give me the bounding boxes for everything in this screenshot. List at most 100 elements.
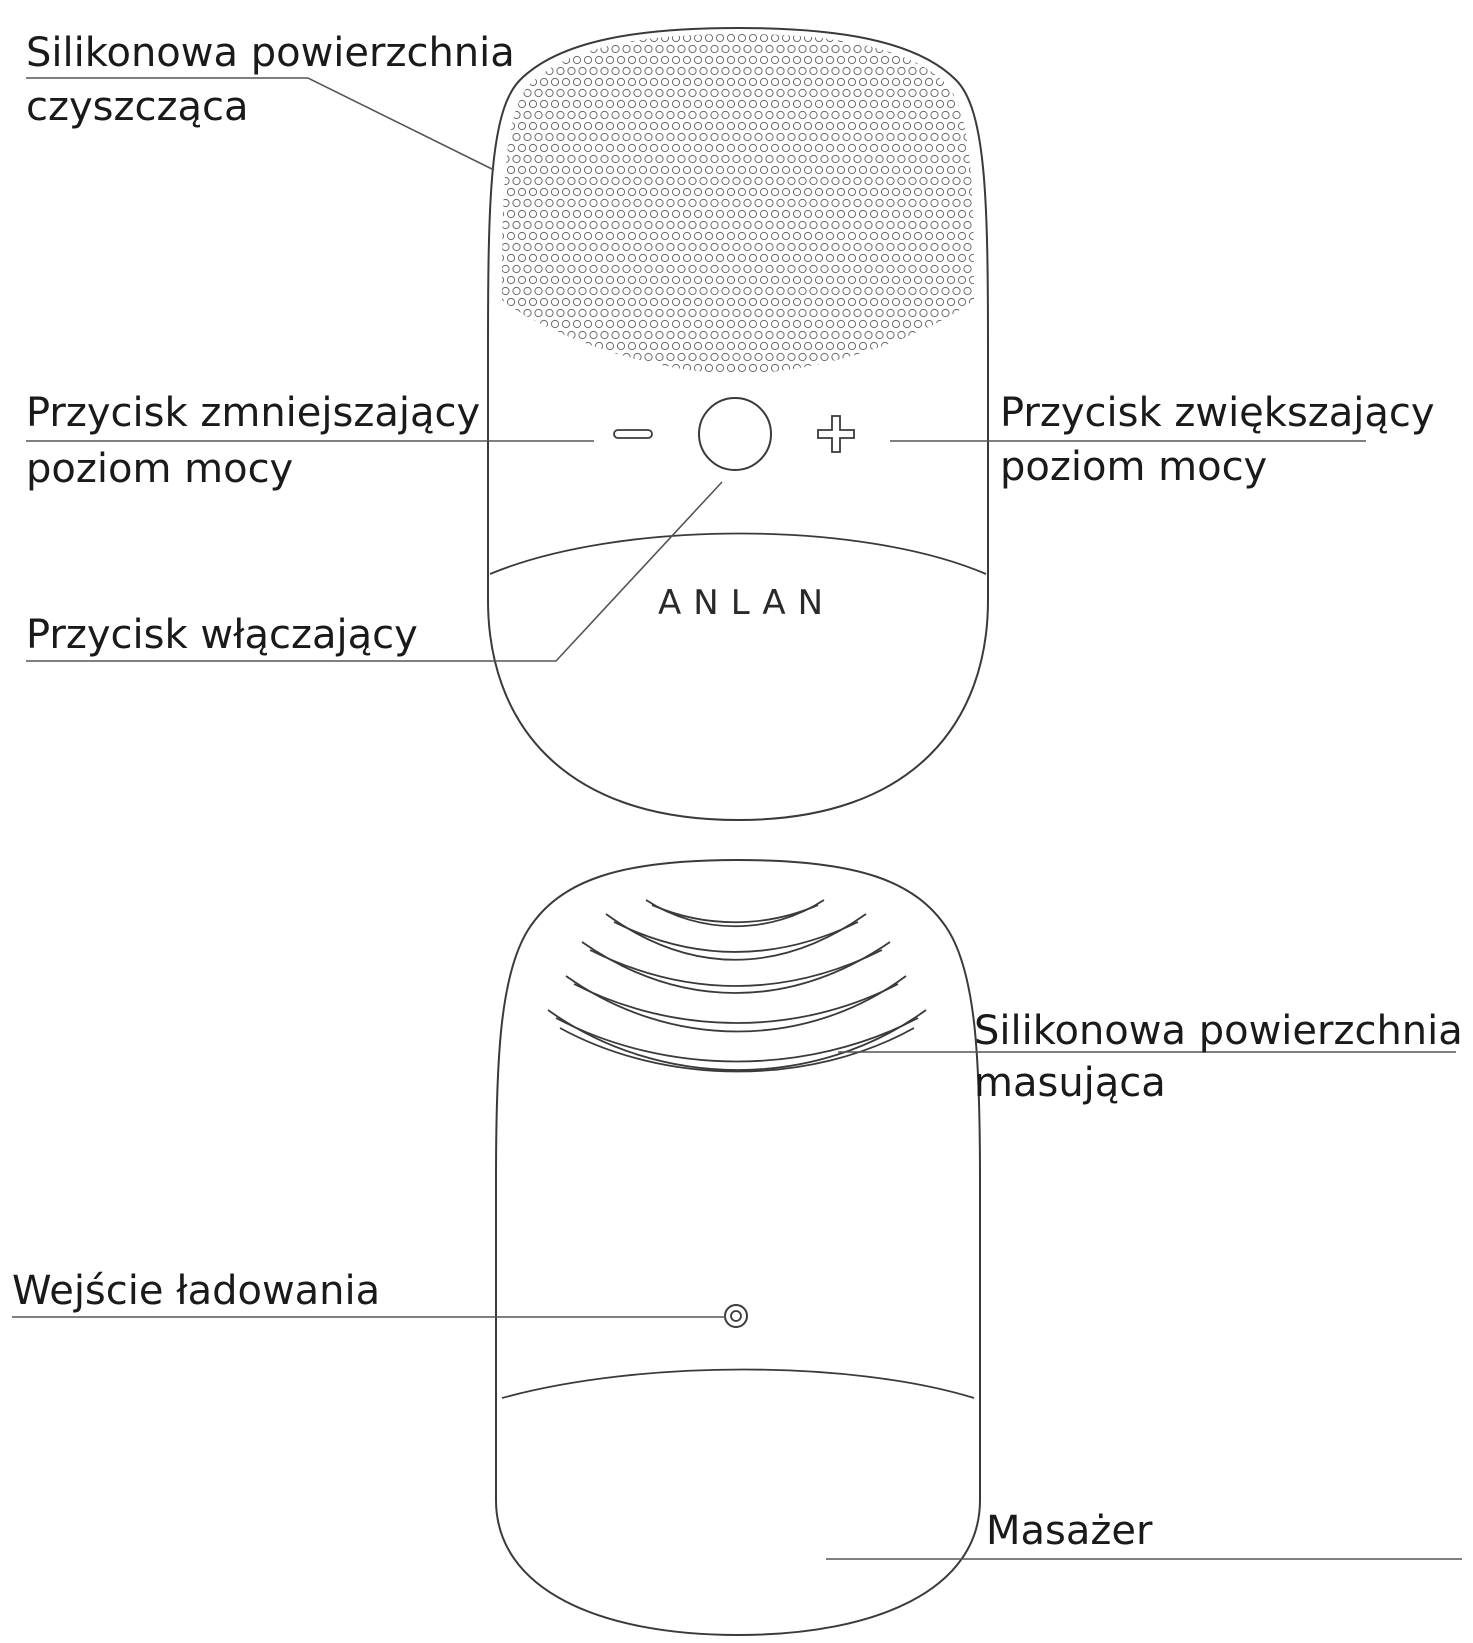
pad-dot <box>831 176 840 186</box>
pad-dot <box>710 220 719 230</box>
pad-dot <box>798 110 807 120</box>
pad-dot <box>589 308 598 318</box>
pad-dot <box>715 121 725 131</box>
pad-dot <box>550 209 560 219</box>
pad-dot <box>550 319 560 329</box>
pad-dot <box>600 264 609 274</box>
pad-dot <box>710 198 719 208</box>
pad-dot <box>787 110 796 120</box>
pad-dot <box>919 176 928 186</box>
pad-dot <box>957 187 967 197</box>
pad-dot <box>600 176 609 186</box>
pad-dot <box>622 88 631 98</box>
pad-dot <box>616 187 626 197</box>
pad-dot <box>748 187 758 197</box>
pad-dot <box>770 187 780 197</box>
pad-dot <box>693 165 703 175</box>
pad-dot <box>622 286 631 296</box>
pad-dot <box>952 44 961 54</box>
pad-dot <box>820 242 829 252</box>
pad-dot <box>743 110 752 120</box>
pad-dot <box>721 198 730 208</box>
pad-dot <box>688 286 697 296</box>
pad-dot <box>875 198 884 208</box>
pad-dot <box>688 220 697 230</box>
pad-dot <box>913 319 923 329</box>
pad-dot <box>765 286 774 296</box>
pad-dot <box>600 88 609 98</box>
pad-dot <box>688 198 697 208</box>
pad-dot <box>721 242 730 252</box>
pad-dot <box>891 319 901 329</box>
pad-dot <box>671 55 681 65</box>
pad-dot <box>528 187 538 197</box>
pad-dot <box>644 154 653 164</box>
pad-dot <box>660 165 670 175</box>
pad-dot <box>660 319 670 329</box>
pad-dot <box>594 55 604 65</box>
pad-dot <box>754 242 763 252</box>
pad-dot <box>649 99 659 109</box>
pad-dot <box>869 77 879 87</box>
pad-dot <box>660 341 670 351</box>
pad-dot <box>853 330 862 340</box>
pad-dot <box>567 176 576 186</box>
pad-dot <box>539 99 549 109</box>
pad-dot <box>875 176 884 186</box>
pad-dot <box>605 121 615 131</box>
pad-dot <box>545 110 554 120</box>
pad-dot <box>776 308 785 318</box>
pad-dot <box>649 209 659 219</box>
pad-dot <box>847 187 857 197</box>
minus-icon[interactable] <box>613 429 653 439</box>
pad-dot <box>512 220 521 230</box>
pad-dot <box>545 88 554 98</box>
pad-dot <box>908 88 917 98</box>
pad-dot <box>869 165 879 175</box>
pad-dot <box>649 275 659 285</box>
pad-dot <box>858 319 868 329</box>
pad-dot <box>726 34 736 43</box>
pad-dot <box>583 209 593 219</box>
pad-dot <box>704 121 714 131</box>
pad-dot <box>539 143 549 153</box>
pad-dot <box>512 154 521 164</box>
pad-dot <box>748 165 758 175</box>
pad-dot <box>798 154 807 164</box>
pad-dot <box>523 220 532 230</box>
power-button-icon[interactable] <box>698 397 772 471</box>
massage-ridges <box>547 899 927 1073</box>
pad-dot <box>776 286 785 296</box>
pad-dot <box>853 264 862 274</box>
pad-dot <box>781 231 791 241</box>
pad-dot <box>627 143 637 153</box>
pad-dot <box>787 242 796 252</box>
pad-dot <box>666 154 675 164</box>
pad-dot <box>831 220 840 230</box>
pad-dot <box>787 308 796 318</box>
pad-dot <box>649 187 659 197</box>
pad-dot <box>941 176 950 186</box>
pad-dot <box>787 286 796 296</box>
pad-dot <box>825 253 835 263</box>
pad-dot <box>715 319 725 329</box>
pad-dot <box>638 165 648 175</box>
plus-icon[interactable] <box>817 415 855 453</box>
pad-dot <box>952 264 961 274</box>
pad-dot <box>880 231 890 241</box>
pad-dot <box>726 209 736 219</box>
pad-dot <box>919 110 928 120</box>
pad-dot <box>792 77 802 87</box>
pad-dot <box>539 209 549 219</box>
pad-dot <box>836 253 846 263</box>
pad-dot <box>699 242 708 252</box>
pad-dot <box>886 220 895 230</box>
pad-dot <box>528 165 538 175</box>
pad-dot <box>611 264 620 274</box>
pad-dot <box>622 132 631 142</box>
pad-dot <box>875 132 884 142</box>
pad-dot <box>732 308 741 318</box>
pad-dot <box>842 330 851 340</box>
pad-dot <box>924 34 934 43</box>
pad-dot <box>886 176 895 186</box>
